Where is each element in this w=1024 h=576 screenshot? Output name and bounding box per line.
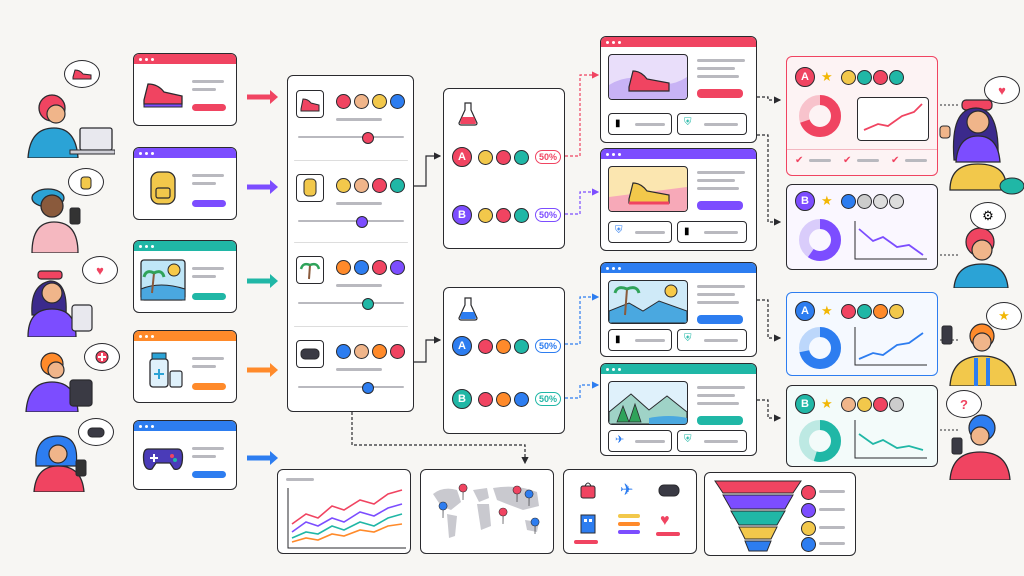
variant-page-b1[interactable]: ⛨ ▮ (600, 148, 757, 251)
heart-icon: ♥ (984, 76, 1020, 104)
user-gaming (30, 432, 105, 493)
analytics-funnel (704, 472, 856, 556)
variant-b-badge[interactable]: B (452, 205, 472, 225)
result-panel-b1: B ★ (786, 184, 938, 270)
variant-a-badge[interactable]: A (452, 147, 472, 167)
trend-up-chart (863, 103, 923, 131)
backpack-thought-icon (68, 168, 104, 196)
result-a-badge: A (795, 67, 815, 87)
user-thumbs-up (936, 90, 1024, 195)
result-a-badge: A (795, 301, 815, 321)
result-panel-b2: B ★ (786, 385, 938, 467)
star-icon: ★ (821, 396, 833, 411)
question-icon: ? (946, 390, 982, 418)
variant-b-badge[interactable]: B (452, 389, 472, 409)
gamepad-thought-icon (78, 418, 114, 446)
donut-chart (799, 327, 841, 369)
result-b-badge: B (795, 191, 815, 211)
analytics-world-map (420, 469, 554, 554)
gamepad-icon (658, 484, 680, 497)
star-icon: ★ (821, 193, 833, 208)
heart-icon: ♥ (660, 512, 670, 529)
heart-thought-icon: ♥ (82, 256, 118, 284)
trend-flat-chart (854, 420, 927, 459)
user-question (942, 412, 1022, 481)
trend-up-chart (854, 327, 927, 366)
audience-segments-panel (287, 75, 414, 412)
product-card-medicine[interactable] (133, 330, 237, 403)
sneaker-thought-icon (64, 60, 100, 88)
product-card-beach[interactable] (133, 240, 237, 313)
product-arrows (247, 90, 278, 465)
result-b-badge: B (795, 394, 815, 414)
segment-row-backpack[interactable] (296, 172, 406, 232)
funnel-chart (714, 480, 802, 552)
segment-row-gamepad[interactable] (296, 338, 406, 398)
sneaker-icon (143, 83, 183, 108)
result-panel-a2: A ★ (786, 292, 938, 376)
plus-thought-icon (84, 343, 120, 371)
experiment-panel-2: A 50% B 50% (443, 287, 565, 434)
variant-a-badge[interactable]: A (452, 336, 472, 356)
result-panel-a1: A ★ ✔ ✔ ✔ (786, 56, 938, 176)
shopping-bag-icon (580, 482, 596, 499)
user-phone (28, 178, 98, 254)
hotel-icon (580, 514, 596, 534)
star-icon: ★ (821, 303, 833, 318)
analytics-line-chart (277, 469, 411, 554)
product-card-gamepad[interactable] (133, 420, 237, 490)
variant-b-split: 50% (535, 208, 561, 222)
user-reading (22, 350, 102, 413)
user-laptop (20, 88, 116, 159)
flask-icon (458, 102, 478, 126)
product-card-sneaker[interactable] (133, 53, 237, 126)
variant-b-split: 50% (535, 392, 561, 406)
airplane-icon: ✈ (620, 482, 634, 499)
donut-chart (799, 420, 841, 462)
user-pointing (936, 318, 1022, 387)
variant-a-split: 50% (535, 150, 561, 164)
variant-a-split: 50% (535, 339, 561, 353)
flask-icon (458, 297, 478, 321)
user-thinking (946, 222, 1022, 289)
gear-icon: ⚙ (970, 202, 1006, 230)
segment-row-beach[interactable] (296, 254, 406, 314)
donut-chart (799, 95, 841, 137)
variant-page-b2[interactable]: ✈ ⛨ (600, 363, 757, 456)
experiment-panel-1: A 50% B 50% (443, 88, 565, 249)
medicine-icon (149, 352, 183, 388)
donut-chart (799, 219, 841, 261)
beach-icon (140, 259, 186, 301)
variant-page-a2[interactable]: ▮ ⛨ (600, 262, 757, 357)
segment-row-sneaker[interactable] (296, 88, 406, 148)
product-card-backpack[interactable] (133, 147, 237, 220)
user-tablet (22, 265, 102, 338)
backpack-icon (150, 171, 176, 205)
star-icon: ★ (986, 302, 1022, 330)
star-icon: ★ (821, 69, 833, 84)
gamepad-icon (142, 448, 184, 471)
variant-page-a1[interactable]: ▮ ⛨ (600, 36, 757, 143)
analytics-category-grid: ✈ ♥ (563, 469, 697, 554)
trend-down-chart (854, 221, 927, 260)
